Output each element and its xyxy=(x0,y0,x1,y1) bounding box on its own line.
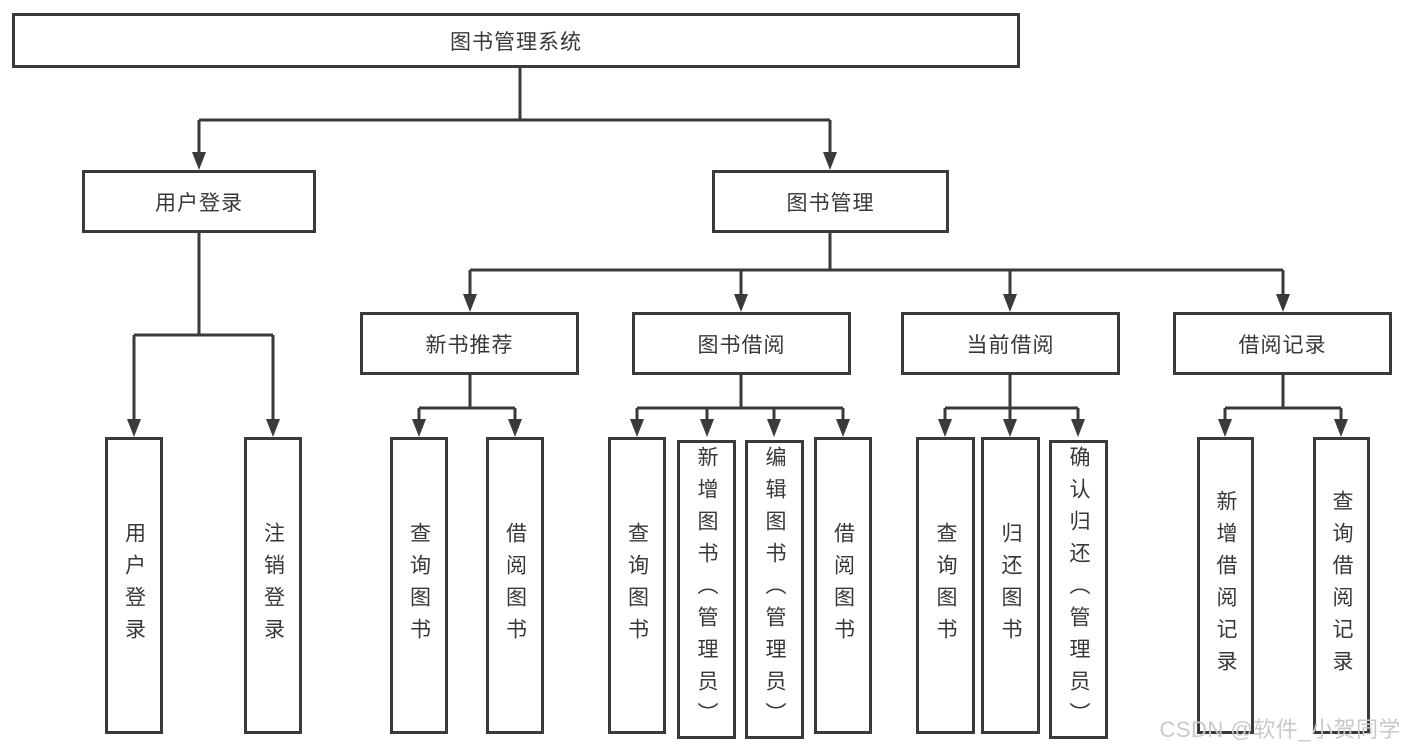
leaf-query-borrow-record-label: 查询借阅记录 xyxy=(1330,489,1353,682)
node-new-book-recommend: 新书推荐 xyxy=(360,312,579,375)
leaf-query-borrow-record: 查询借阅记录 xyxy=(1313,437,1370,734)
leaf-add-book-admin: 新增图书（管理员） xyxy=(677,440,736,739)
node-book-borrow: 图书借阅 xyxy=(632,312,851,375)
leaf-current-query-book: 查询图书 xyxy=(916,437,975,734)
node-user-login-label: 用户登录 xyxy=(155,191,243,215)
leaf-add-borrow-record: 新增借阅记录 xyxy=(1197,437,1254,734)
node-borrow-records-label: 借阅记录 xyxy=(1238,333,1327,357)
node-new-book-recommend-label: 新书推荐 xyxy=(425,333,514,357)
leaf-recommend-query-book: 查询图书 xyxy=(390,437,448,734)
leaf-recommend-borrow-book-label: 借阅图书 xyxy=(503,521,527,650)
leaf-logout-label: 注销登录 xyxy=(261,521,285,650)
leaf-edit-book-admin-label: 编辑图书（管理员） xyxy=(763,445,786,734)
leaf-confirm-return-admin: 确认归还（管理员） xyxy=(1049,440,1108,739)
leaf-borrow-query-book: 查询图书 xyxy=(608,437,666,734)
leaf-return-book-label: 归还图书 xyxy=(999,521,1022,650)
watermark-csdn: CSDN @软件_小贺同学 xyxy=(1159,717,1401,742)
leaf-current-query-book-label: 查询图书 xyxy=(934,521,957,650)
leaf-confirm-return-admin-label: 确认归还（管理员） xyxy=(1067,445,1090,734)
leaf-borrow-query-book-label: 查询图书 xyxy=(625,521,649,650)
node-book-management: 图书管理 xyxy=(712,170,949,233)
node-root-library-management-system: 图书管理系统 xyxy=(12,13,1020,68)
node-book-management-label: 图书管理 xyxy=(786,191,875,215)
leaf-recommend-borrow-book: 借阅图书 xyxy=(486,437,544,734)
leaf-edit-book-admin: 编辑图书（管理员） xyxy=(745,440,804,739)
leaf-borrow-book-label: 借阅图书 xyxy=(831,521,855,650)
node-book-borrow-label: 图书借阅 xyxy=(697,333,786,357)
leaf-logout: 注销登录 xyxy=(244,437,302,734)
node-user-login: 用户登录 xyxy=(82,170,316,233)
leaf-user-login: 用户登录 xyxy=(105,437,163,734)
leaf-add-borrow-record-label: 新增借阅记录 xyxy=(1214,489,1237,682)
node-current-borrow: 当前借阅 xyxy=(901,312,1120,375)
leaf-return-book: 归还图书 xyxy=(981,437,1040,734)
leaf-user-login-label: 用户登录 xyxy=(122,521,146,650)
node-current-borrow-label: 当前借阅 xyxy=(966,333,1055,357)
leaf-add-book-admin-label: 新增图书（管理员） xyxy=(695,445,718,734)
node-root-label: 图书管理系统 xyxy=(450,30,582,54)
node-borrow-records: 借阅记录 xyxy=(1173,312,1392,375)
leaf-recommend-query-book-label: 查询图书 xyxy=(407,521,431,650)
leaf-borrow-book: 借阅图书 xyxy=(814,437,872,734)
